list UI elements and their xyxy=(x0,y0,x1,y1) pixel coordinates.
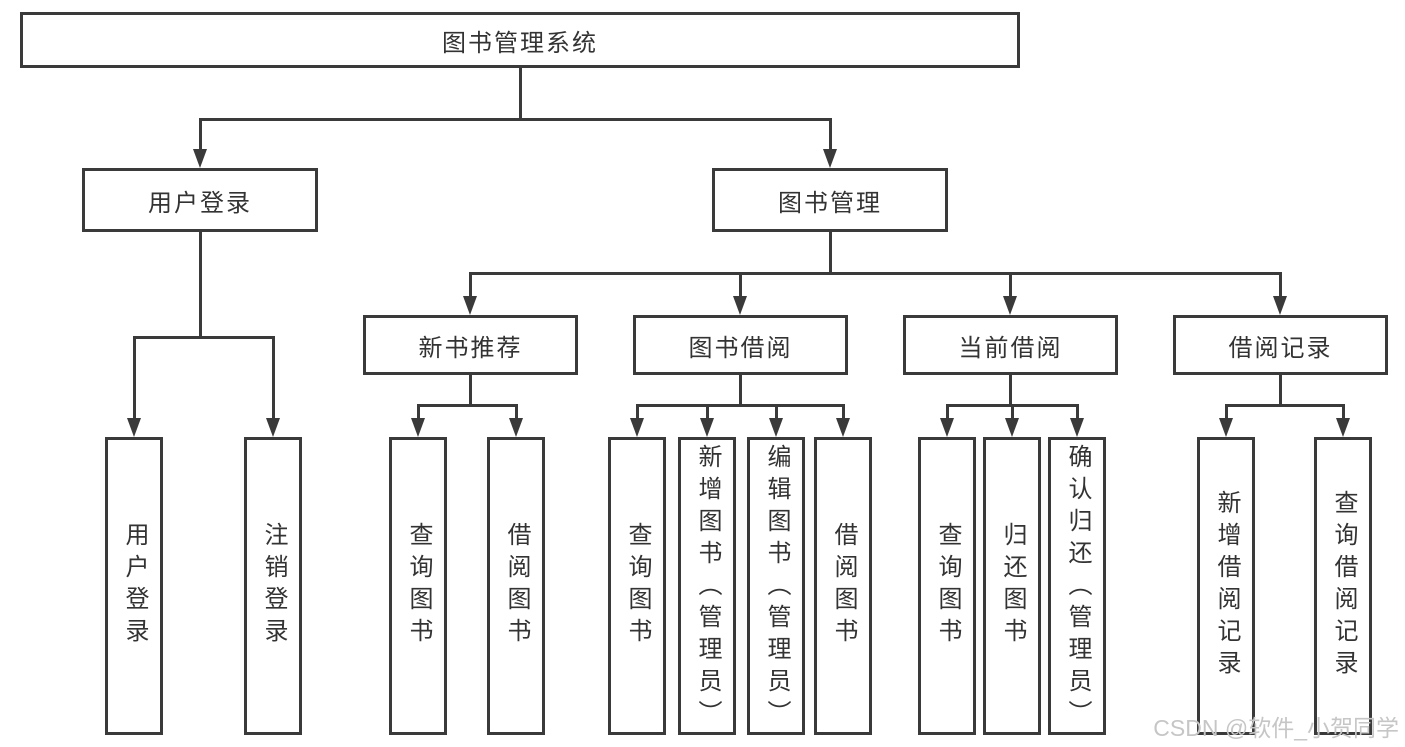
leaf-current-return-books: 归还图书 xyxy=(983,437,1041,735)
leaf-user-login: 用户登录 xyxy=(105,437,163,735)
arrow-down-icon xyxy=(126,418,141,437)
arrow-down-icon xyxy=(1069,418,1084,437)
arrow-down-icon xyxy=(192,149,207,168)
node-borrow-records-label: 借阅记录 xyxy=(1228,334,1333,362)
leaf-newbooks-borrow-books: 借阅图书 xyxy=(487,437,545,735)
arrow-down-icon xyxy=(265,418,280,437)
leaf-borrow-edit-books-admin: 编辑图书（管理员） xyxy=(747,437,805,735)
leaf-current-confirm-return-admin-label: 确认归还（管理员） xyxy=(1064,444,1091,732)
connector-line xyxy=(635,404,845,407)
leaf-borrow-borrow-books-label: 借阅图书 xyxy=(830,522,857,650)
connector-line xyxy=(1279,375,1282,407)
node-book-borrow-label: 图书借阅 xyxy=(688,334,793,362)
connector-line xyxy=(841,404,845,424)
connector-line xyxy=(198,118,202,155)
node-library-system-label: 图书管理系统 xyxy=(442,29,598,57)
leaf-borrow-query-books-label: 查询图书 xyxy=(624,522,651,650)
connector-line xyxy=(198,232,202,339)
connector-line xyxy=(416,404,420,424)
leaf-records-query-record: 查询借阅记录 xyxy=(1314,437,1372,735)
connector-line xyxy=(1279,272,1282,302)
node-book-management: 图书管理 xyxy=(712,168,948,232)
node-new-book-recommend: 新书推荐 xyxy=(363,315,578,375)
leaf-records-add-record-label: 新增借阅记录 xyxy=(1213,490,1240,682)
connector-line xyxy=(635,404,639,424)
node-new-book-recommend-label: 新书推荐 xyxy=(418,334,523,362)
connector-line xyxy=(132,336,136,424)
connector-line xyxy=(1341,404,1345,424)
connector-line xyxy=(198,118,832,121)
leaf-borrow-edit-books-admin-label: 编辑图书（管理员） xyxy=(763,444,790,732)
arrow-down-icon xyxy=(1003,296,1017,315)
connector-line xyxy=(518,68,522,121)
connector-line xyxy=(416,404,518,407)
node-user-login: 用户登录 xyxy=(82,168,318,232)
connector-line xyxy=(828,118,832,155)
leaf-newbooks-query-books-label: 查询图书 xyxy=(405,522,432,650)
connector-line xyxy=(774,404,778,424)
connector-line xyxy=(739,375,742,407)
connector-line xyxy=(469,272,472,302)
connector-line xyxy=(1009,272,1012,302)
leaf-current-query-books: 查询图书 xyxy=(918,437,976,735)
connector-line xyxy=(828,232,832,275)
node-user-login-label: 用户登录 xyxy=(148,189,252,217)
arrow-down-icon xyxy=(1335,418,1350,437)
node-book-borrow: 图书借阅 xyxy=(633,315,848,375)
connector-line xyxy=(739,272,742,302)
connector-line xyxy=(1224,404,1345,407)
leaf-records-add-record: 新增借阅记录 xyxy=(1197,437,1255,735)
node-borrow-records: 借阅记录 xyxy=(1173,315,1388,375)
leaf-current-query-books-label: 查询图书 xyxy=(934,522,961,650)
connector-line xyxy=(469,272,1282,275)
connector-line xyxy=(1224,404,1228,424)
arrow-down-icon xyxy=(733,296,747,315)
leaf-logout: 注销登录 xyxy=(244,437,302,735)
arrow-down-icon xyxy=(629,418,644,437)
arrow-down-icon xyxy=(463,296,477,315)
arrow-down-icon xyxy=(1273,296,1287,315)
connector-line xyxy=(945,404,949,424)
leaf-newbooks-borrow-books-label: 借阅图书 xyxy=(503,522,530,650)
arrow-down-icon xyxy=(1218,418,1233,437)
arrow-down-icon xyxy=(410,418,425,437)
connector-line xyxy=(1009,375,1012,407)
leaf-borrow-add-books-admin: 新增图书（管理员） xyxy=(678,437,736,735)
leaf-borrow-add-books-admin-label: 新增图书（管理员） xyxy=(694,444,721,732)
arrow-down-icon xyxy=(835,418,850,437)
connector-line xyxy=(1010,404,1014,424)
leaf-newbooks-query-books: 查询图书 xyxy=(389,437,447,735)
connector-line xyxy=(132,336,275,339)
arrow-down-icon xyxy=(699,418,714,437)
connector-line xyxy=(514,404,518,424)
node-book-management-label: 图书管理 xyxy=(778,189,882,217)
node-library-system: 图书管理系统 xyxy=(20,12,1020,68)
node-current-borrow: 当前借阅 xyxy=(903,315,1118,375)
leaf-user-login-label: 用户登录 xyxy=(121,522,148,650)
connector-line xyxy=(271,336,275,424)
connector-line xyxy=(705,404,709,424)
arrow-down-icon xyxy=(508,418,523,437)
arrow-down-icon xyxy=(822,149,837,168)
leaf-borrow-query-books: 查询图书 xyxy=(608,437,666,735)
leaf-logout-label: 注销登录 xyxy=(260,522,287,650)
arrow-down-icon xyxy=(768,418,783,437)
connector-line xyxy=(1075,404,1079,424)
arrow-down-icon xyxy=(1004,418,1019,437)
leaf-current-return-books-label: 归还图书 xyxy=(999,522,1026,650)
connector-line xyxy=(469,375,472,407)
node-current-borrow-label: 当前借阅 xyxy=(958,334,1063,362)
leaf-borrow-borrow-books: 借阅图书 xyxy=(814,437,872,735)
arrow-down-icon xyxy=(939,418,954,437)
leaf-records-query-record-label: 查询借阅记录 xyxy=(1330,490,1357,682)
leaf-current-confirm-return-admin: 确认归还（管理员） xyxy=(1048,437,1106,735)
